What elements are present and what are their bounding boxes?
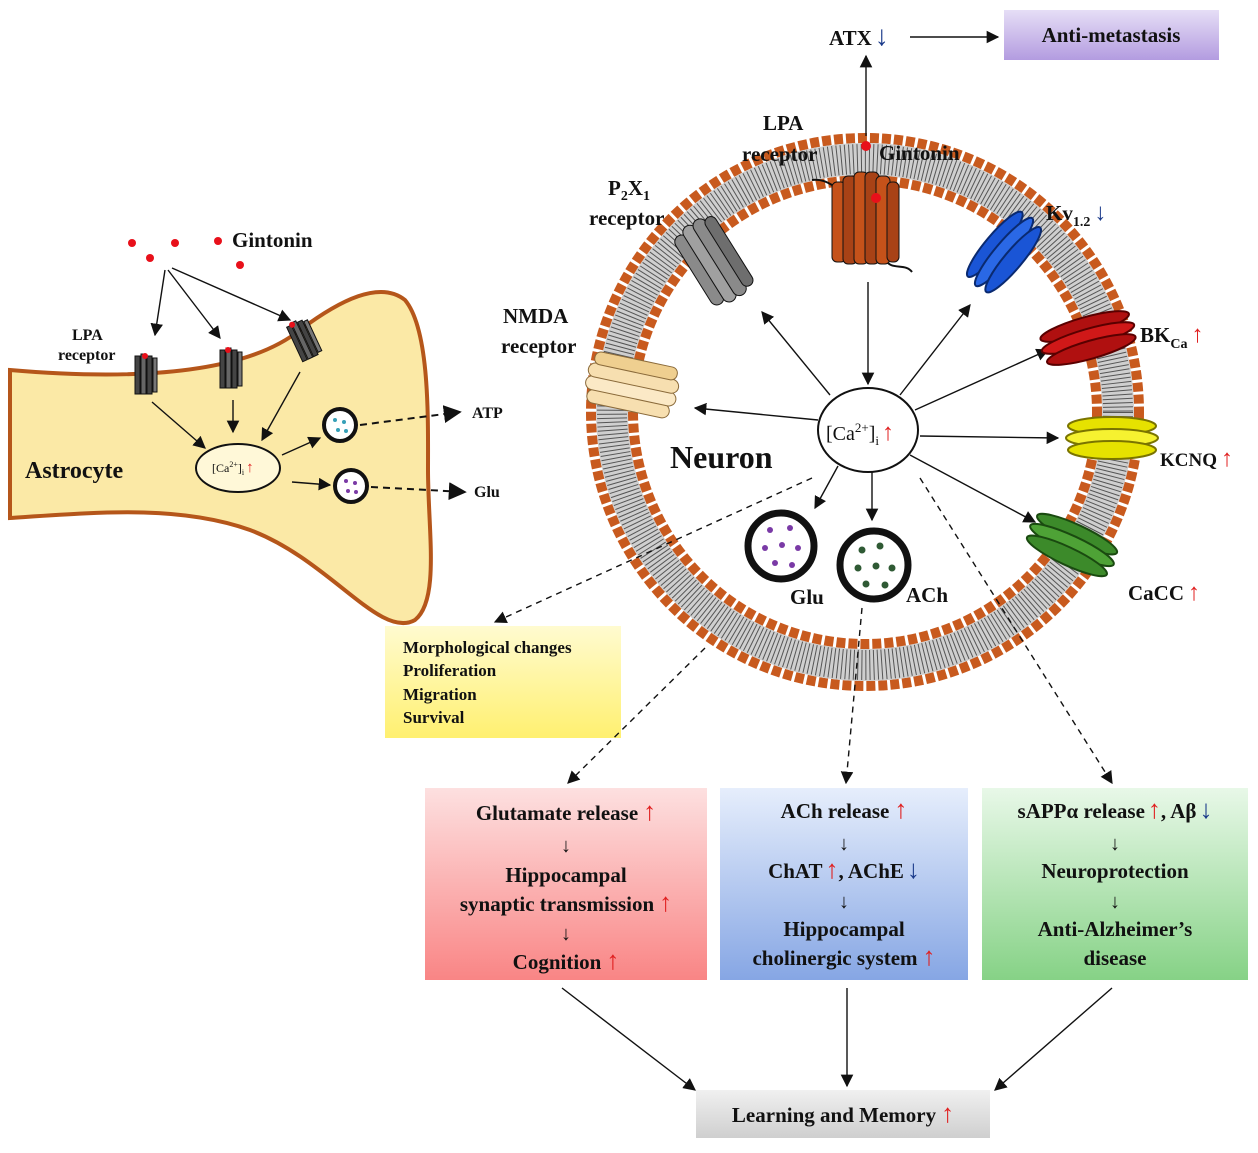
ach-line3: Hippocampal: [783, 917, 905, 941]
ach-box: ACh release↑ ↓ ChAT↑, AChE↓ ↓ Hippocampa…: [720, 788, 968, 980]
astro-atp-label: ATP: [472, 405, 503, 422]
anti-metastasis-label: Anti-metastasis: [1042, 23, 1181, 47]
morph-line-4: Survival: [403, 708, 465, 727]
astro-glu-label: Glu: [474, 484, 500, 501]
neuron-ca-ellipse: [817, 387, 919, 473]
sapp-line1: sAPPα release↑, Aβ↓: [1018, 795, 1213, 824]
astro-lpa-line2: receptor: [58, 347, 115, 364]
sapp-arrow-2: ↓: [1110, 891, 1120, 913]
neuron-label: Neuron: [670, 439, 773, 475]
neuron-ca-label: [Ca2+]i↑: [826, 420, 894, 448]
glutamate-line3: synaptic transmission↑: [460, 888, 672, 917]
ach-arrow-2: ↓: [839, 891, 849, 913]
kcnq-channel: [1065, 416, 1159, 460]
neuron-vesicle-ach: [836, 527, 912, 603]
astro-lpa-receptor-2: [219, 347, 243, 389]
morph-line-3: Migration: [403, 685, 477, 704]
bkca-channel: [1039, 310, 1137, 366]
neuron-membrane-tails: [597, 144, 1133, 680]
glutamate-box: Glutamate release↑ ↓ Hippocampal synapti…: [425, 788, 707, 980]
sapp-line3: Anti-Alzheimer’s: [1038, 917, 1193, 941]
neuron: Neuron [Ca2+]i↑: [501, 111, 1233, 691]
astro-vesicle-glu: [333, 468, 369, 504]
neuron-glu-label: Glu: [790, 585, 824, 609]
neuron-gintonin-dot: [861, 141, 871, 151]
astro-lpa-line1: LPA: [72, 327, 103, 344]
atx-label: ATX↓: [829, 21, 889, 52]
nmda-label-line1: NMDA: [503, 304, 569, 328]
learning-label: Learning and Memory↑: [732, 1099, 954, 1128]
anti-metastasis-box: [1004, 10, 1219, 60]
astrocyte-label: Astrocyte: [25, 458, 124, 484]
nmda-receptor: [585, 351, 680, 419]
p2x1-label-line2: receptor: [589, 206, 664, 230]
cacc-label: CaCC↑: [1128, 580, 1200, 606]
astro-lpa-receptor-3: [285, 319, 323, 363]
morph-line-2: Proliferation: [403, 661, 497, 680]
astro-ca-label: [Ca2+]i↑: [212, 460, 254, 477]
ach-line1: ACh release↑: [781, 795, 908, 824]
glutamate-arrow-1: ↓: [561, 835, 571, 857]
p2x1-label: P2X1: [608, 176, 650, 204]
neuron-lpa-line2: receptor: [742, 142, 817, 166]
neuron-ach-label: ACh: [906, 583, 948, 607]
bkca-label: BKCa↑: [1140, 322, 1203, 352]
glutamate-line2: Hippocampal: [505, 863, 627, 887]
kcnq-label: KCNQ↑: [1160, 446, 1233, 472]
sapp-line4: disease: [1084, 946, 1147, 970]
neuron-membrane-outer: [586, 133, 1144, 691]
kv12-channel: [965, 210, 1043, 294]
learning-box: Learning and Memory↑: [696, 1090, 990, 1138]
neuron-vesicle-glu: [744, 509, 818, 583]
morph-line-1: Morphological changes: [403, 638, 572, 657]
nmda-label-line2: receptor: [501, 334, 576, 358]
glutamate-arrow-2: ↓: [561, 923, 571, 945]
kv12-label: Kv1.2↓: [1046, 200, 1106, 230]
astro-vesicle-atp: [322, 407, 358, 443]
glutamate-line1: Glutamate release↑: [476, 797, 656, 826]
neuron-gintonin-label: Gintonin: [879, 141, 960, 165]
morph-box: Morphological changes Proliferation Migr…: [385, 626, 621, 738]
astro-gintonin-dots: [128, 237, 244, 269]
ach-line4: cholinergic system↑: [752, 942, 935, 971]
ach-arrow-1: ↓: [839, 833, 849, 855]
astro-ca-ellipse: [195, 443, 281, 493]
astro-lpa-receptor-1: [134, 353, 158, 395]
sapp-arrow-1: ↓: [1110, 833, 1120, 855]
cacc-channel: [1025, 512, 1119, 578]
sapp-line2: Neuroprotection: [1041, 859, 1189, 883]
atx-section: ATX↓ Anti-metastasis: [829, 10, 1219, 136]
p2x1-receptor: [674, 216, 754, 306]
neuron-lpa-receptor: [811, 171, 913, 273]
sapp-box: sAPPα release↑, Aβ↓ ↓ Neuroprotection ↓ …: [982, 788, 1248, 980]
ach-line2: ChAT↑, AChE↓: [768, 855, 920, 884]
glutamate-line4: Cognition↑: [513, 946, 620, 975]
astrocyte: Astrocyte Gintonin LPA receptor: [8, 228, 503, 626]
neuron-lpa-line1: LPA: [763, 111, 804, 135]
astro-gintonin-label: Gintonin: [232, 228, 313, 252]
